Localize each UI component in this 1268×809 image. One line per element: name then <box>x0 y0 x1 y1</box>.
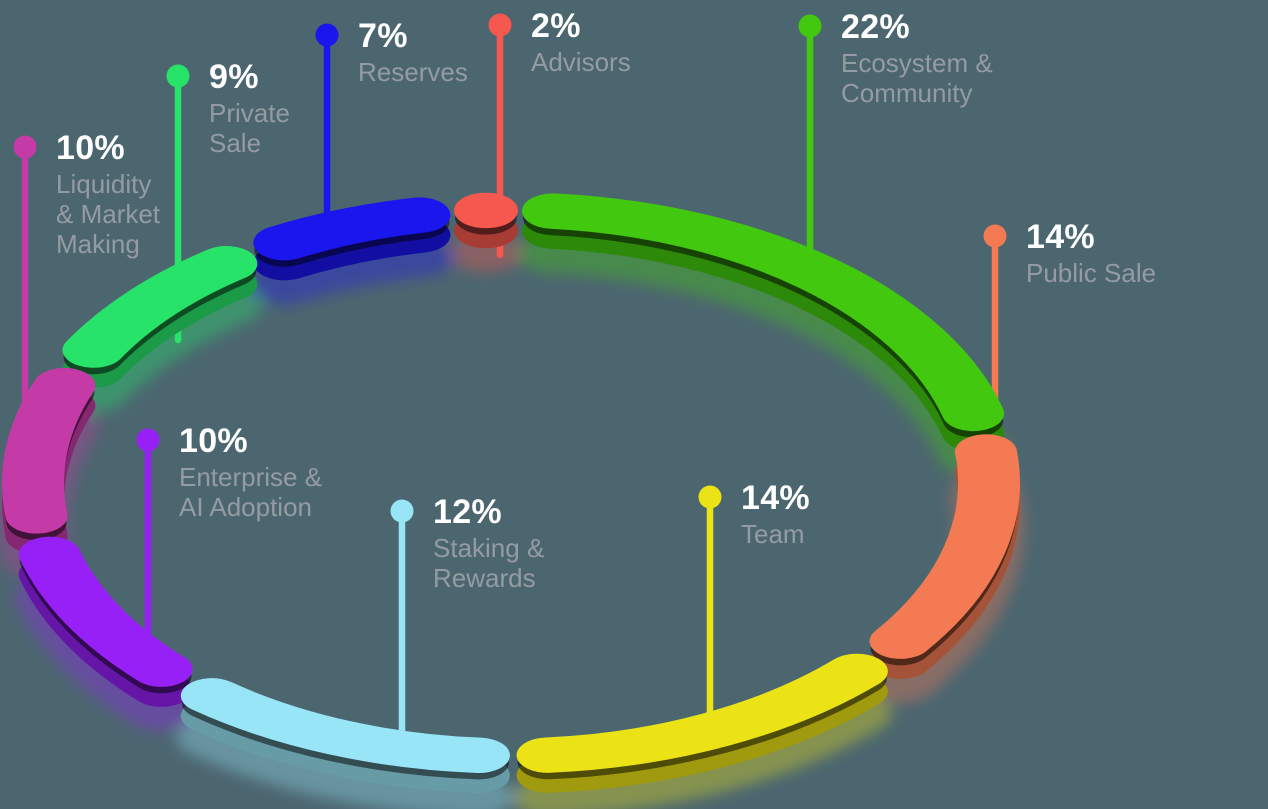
segment-face-liquidity-market-making <box>2 367 96 534</box>
segment-face-ecosystem-community <box>522 193 1005 432</box>
callout-staking-rewards: 12%Staking & Rewards <box>433 494 544 593</box>
callout-advisors: 2%Advisors <box>531 8 631 77</box>
callout-ecosystem-community: 22%Ecosystem & Community <box>841 9 993 108</box>
segment-reflection-reserves <box>249 237 455 305</box>
callout-private-sale: 9%Private Sale <box>209 59 290 158</box>
callout-pct-private-sale: 9% <box>209 58 259 96</box>
ring-pass-face <box>2 192 1020 774</box>
leader-dot-ecosystem-community <box>798 14 822 38</box>
callout-label-liquidity-market-making: Liquidity & Market Making <box>56 169 161 259</box>
callout-label-ecosystem-community: Ecosystem & Community <box>841 48 993 108</box>
callout-public-sale: 14%Public Sale <box>1026 219 1156 288</box>
callout-liquidity-market-making: 10%Liquidity & Market Making <box>56 130 160 259</box>
leader-dot-reserves <box>315 23 339 47</box>
callout-label-reserves: Reserves <box>358 57 468 87</box>
callout-pct-staking-rewards: 12% <box>433 493 502 531</box>
leader-dot-team <box>698 485 722 509</box>
callout-pct-public-sale: 14% <box>1026 218 1095 256</box>
callout-enterprise-ai-adoption: 10%Enterprise & AI Adoption <box>179 423 322 522</box>
segment-face-private-sale <box>62 246 258 368</box>
leader-lines <box>21 21 999 762</box>
callout-team: 14%Team <box>741 480 810 549</box>
callout-label-staking-rewards: Staking & Rewards <box>433 533 545 593</box>
callout-pct-advisors: 2% <box>531 7 581 45</box>
segment-face-staking-rewards <box>180 678 510 774</box>
leader-dot-staking-rewards <box>390 499 414 523</box>
leader-dot-public-sale <box>983 224 1007 248</box>
segment-face-public-sale <box>869 434 1020 659</box>
callout-label-team: Team <box>741 519 805 549</box>
leader-dot-advisors <box>488 13 512 37</box>
callout-label-advisors: Advisors <box>531 47 631 77</box>
segment-reflection-staking-rewards <box>176 717 514 809</box>
callout-label-enterprise-ai-adoption: Enterprise & AI Adoption <box>179 462 323 522</box>
callout-pct-reserves: 7% <box>358 17 408 55</box>
leader-dot-private-sale <box>166 64 190 88</box>
leader-dot-liquidity-market-making <box>13 135 37 159</box>
segment-face-reserves <box>253 197 451 261</box>
segment-face-team <box>516 653 888 773</box>
callout-label-private-sale: Private Sale <box>209 98 290 158</box>
callout-pct-liquidity-market-making: 10% <box>56 129 125 167</box>
callout-reserves: 7%Reserves <box>358 18 468 87</box>
callout-pct-team: 14% <box>741 479 810 517</box>
callout-label-public-sale: Public Sale <box>1026 258 1157 288</box>
callout-pct-ecosystem-community: 22% <box>841 8 910 46</box>
segment-face-enterprise-ai-adoption <box>18 536 193 687</box>
leader-dots <box>13 13 1007 523</box>
leader-dot-enterprise-ai-adoption <box>136 428 160 452</box>
callout-pct-enterprise-ai-adoption: 10% <box>179 422 248 460</box>
